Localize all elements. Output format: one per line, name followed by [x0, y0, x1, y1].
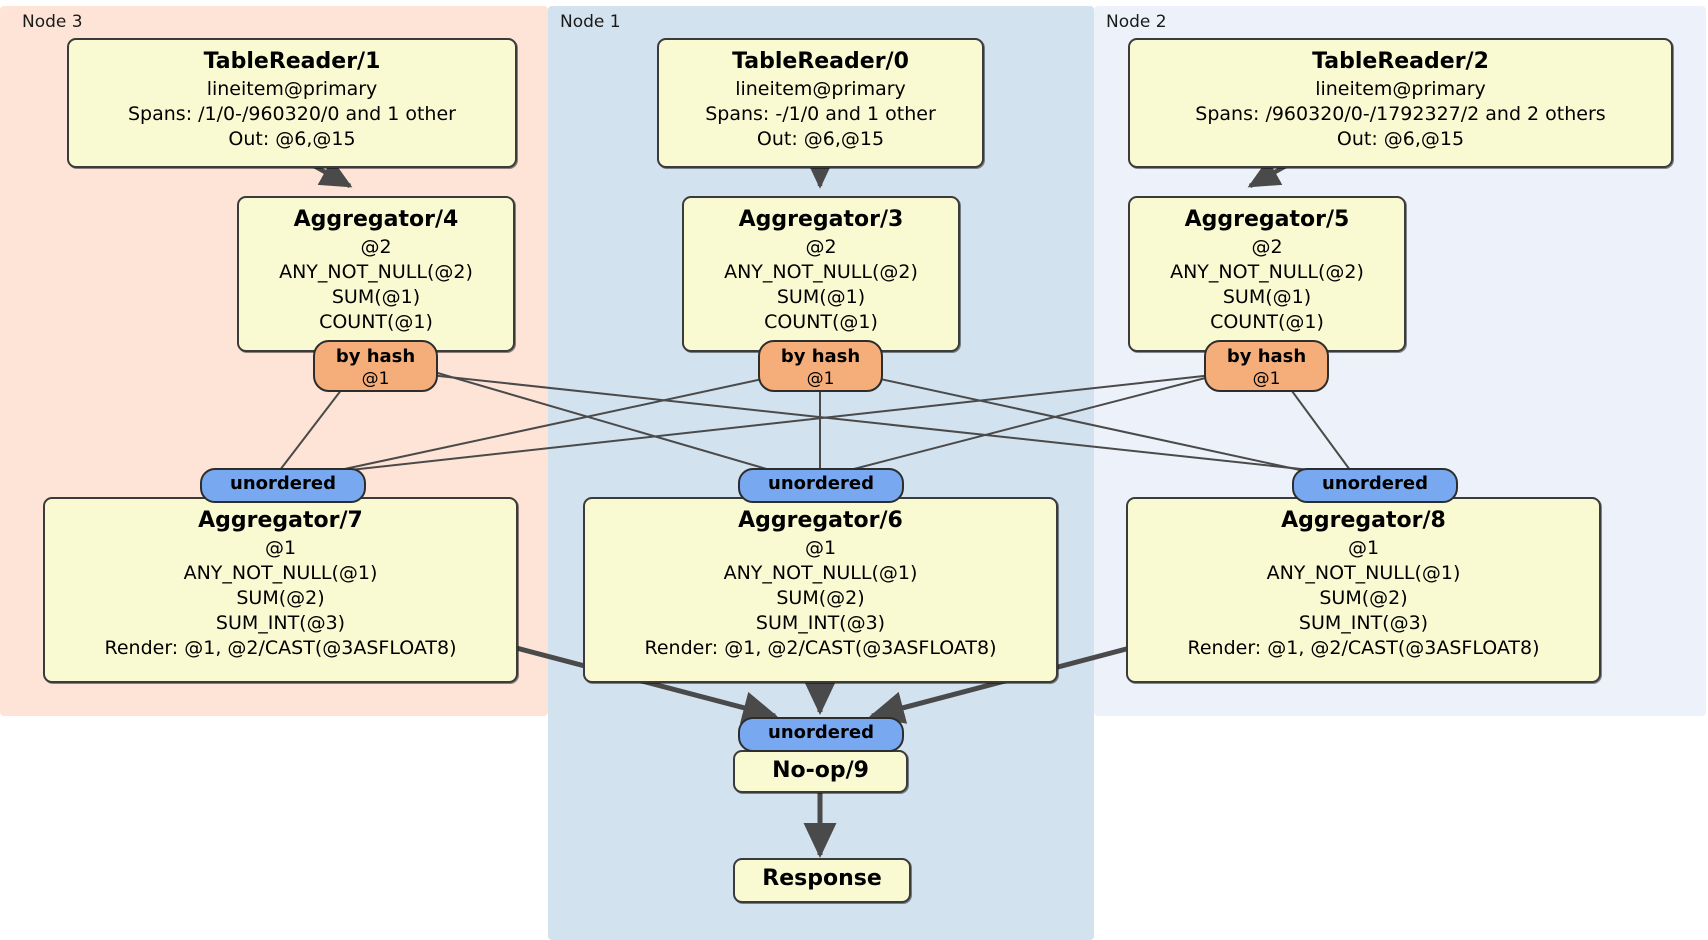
processor-line: SUM_INT(@3) — [755, 612, 886, 634]
processor-line: Render: @1, @2/CAST(@3ASFLOAT8) — [104, 637, 457, 659]
processor-line: Spans: /960320/0-/1792327/2 and 2 others — [1195, 103, 1606, 125]
synchronizer-label: unordered — [768, 473, 874, 494]
synchronizer-unordered-right[interactable]: unordered — [1292, 468, 1458, 503]
processor-line: ANY_NOT_NULL(@2) — [724, 261, 918, 283]
processor-title: No-op/9 — [772, 758, 869, 783]
synchronizer-unordered-mid[interactable]: unordered — [738, 468, 904, 503]
processor-aggregator-3[interactable]: Aggregator/3 @2 ANY_NOT_NULL(@2) SUM(@1)… — [682, 196, 960, 352]
processor-line: Out: @6,@15 — [756, 128, 885, 150]
processor-line: Spans: /1/0-/960320/0 and 1 other — [128, 103, 456, 125]
processor-line: @1 — [804, 537, 837, 559]
router-column: @1 — [806, 369, 835, 389]
router-label: by hash — [1226, 346, 1307, 367]
processor-line: @1 — [264, 537, 297, 559]
processor-title: Aggregator/7 — [198, 508, 363, 533]
processor-line: COUNT(@1) — [764, 311, 878, 333]
processor-line: COUNT(@1) — [1210, 311, 1324, 333]
processor-line: lineitem@primary — [206, 78, 378, 100]
processor-response[interactable]: Response — [733, 858, 911, 903]
panel-node-3-label: Node 3 — [22, 12, 83, 32]
processor-title: TableReader/2 — [1312, 49, 1489, 74]
processor-title: Aggregator/6 — [738, 508, 903, 533]
processor-line: Spans: -/1/0 and 1 other — [705, 103, 936, 125]
panel-node-2-label: Node 2 — [1106, 12, 1167, 32]
output-router-by-hash-right[interactable]: by hash @1 — [1204, 340, 1329, 392]
processor-title: Aggregator/5 — [1184, 207, 1350, 232]
synchronizer-label: unordered — [768, 722, 874, 743]
processor-no-op-9[interactable]: No-op/9 — [733, 750, 908, 793]
processor-line: @2 — [805, 236, 837, 258]
processor-line: SUM_INT(@3) — [1298, 612, 1429, 634]
processor-table-reader-2[interactable]: TableReader/2 lineitem@primary Spans: /9… — [1128, 38, 1673, 168]
synchronizer-unordered-left[interactable]: unordered — [200, 468, 366, 503]
processor-title: Aggregator/8 — [1281, 508, 1446, 533]
synchronizer-label: unordered — [230, 473, 336, 494]
router-label: by hash — [335, 346, 416, 367]
processor-line: @2 — [360, 236, 392, 258]
processor-line: ANY_NOT_NULL(@1) — [1266, 562, 1461, 584]
processor-line: lineitem@primary — [1315, 78, 1486, 100]
processor-title: TableReader/0 — [732, 49, 909, 74]
processor-line: Render: @1, @2/CAST(@3ASFLOAT8) — [1187, 637, 1540, 659]
processor-line: SUM(@1) — [1222, 286, 1312, 308]
processor-title: Aggregator/3 — [738, 207, 904, 232]
processor-line: SUM(@2) — [236, 587, 325, 609]
processor-aggregator-6[interactable]: Aggregator/6 @1 ANY_NOT_NULL(@1) SUM(@2)… — [583, 497, 1058, 683]
processor-line: ANY_NOT_NULL(@1) — [183, 562, 378, 584]
processor-title: Aggregator/4 — [293, 207, 459, 232]
processor-line: ANY_NOT_NULL(@2) — [279, 261, 473, 283]
processor-title: TableReader/1 — [203, 49, 381, 74]
processor-line: @1 — [1347, 537, 1380, 559]
processor-line: SUM(@1) — [331, 286, 421, 308]
processor-title: Response — [762, 866, 882, 891]
router-column: @1 — [361, 369, 390, 389]
processor-line: SUM(@2) — [776, 587, 865, 609]
processor-aggregator-5[interactable]: Aggregator/5 @2 ANY_NOT_NULL(@2) SUM(@1)… — [1128, 196, 1406, 352]
processor-aggregator-8[interactable]: Aggregator/8 @1 ANY_NOT_NULL(@1) SUM(@2)… — [1126, 497, 1601, 683]
synchronizer-unordered-final[interactable]: unordered — [738, 717, 904, 752]
processor-line: SUM(@1) — [776, 286, 866, 308]
synchronizer-label: unordered — [1322, 473, 1428, 494]
router-label: by hash — [780, 346, 861, 367]
output-router-by-hash-mid[interactable]: by hash @1 — [758, 340, 883, 392]
processor-table-reader-1[interactable]: TableReader/1 lineitem@primary Spans: /1… — [67, 38, 517, 168]
processor-line: SUM(@2) — [1319, 587, 1408, 609]
processor-aggregator-4[interactable]: Aggregator/4 @2 ANY_NOT_NULL(@2) SUM(@1)… — [237, 196, 515, 352]
processor-line: COUNT(@1) — [319, 311, 433, 333]
processor-line: ANY_NOT_NULL(@2) — [1170, 261, 1364, 283]
processor-aggregator-7[interactable]: Aggregator/7 @1 ANY_NOT_NULL(@1) SUM(@2)… — [43, 497, 518, 683]
processor-line: lineitem@primary — [735, 78, 906, 100]
processor-line: ANY_NOT_NULL(@1) — [723, 562, 918, 584]
processor-line: Out: @6,@15 — [228, 128, 356, 150]
panel-node-1-label: Node 1 — [560, 12, 621, 32]
processor-line: Out: @6,@15 — [1336, 128, 1465, 150]
processor-line: @2 — [1251, 236, 1283, 258]
processor-table-reader-0[interactable]: TableReader/0 lineitem@primary Spans: -/… — [657, 38, 984, 168]
processor-line: SUM_INT(@3) — [215, 612, 346, 634]
processor-line: Render: @1, @2/CAST(@3ASFLOAT8) — [644, 637, 997, 659]
output-router-by-hash-left[interactable]: by hash @1 — [313, 340, 438, 392]
router-column: @1 — [1252, 369, 1281, 389]
